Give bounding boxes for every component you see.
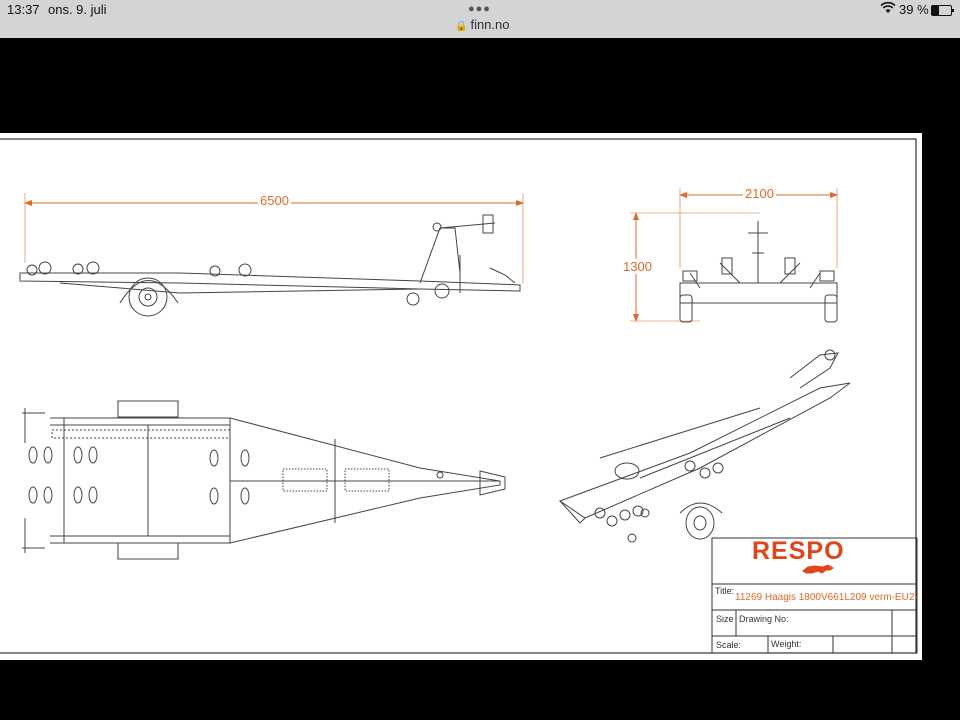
wifi-icon bbox=[880, 1, 896, 17]
drawing-no-label: Drawing No: bbox=[739, 614, 789, 624]
title-block bbox=[711, 537, 918, 654]
dimension-length: 6500 bbox=[258, 193, 291, 208]
front-view bbox=[630, 188, 838, 323]
horse-logo-icon bbox=[802, 564, 834, 574]
top-view bbox=[22, 400, 506, 560]
url-text: finn.no bbox=[470, 17, 510, 32]
title-label: Title: bbox=[715, 586, 735, 596]
title-value: 11269 Haagis 1800V661L209 verm-EU2- bbox=[735, 592, 918, 603]
dimension-height: 1300 bbox=[621, 259, 654, 274]
address-bar[interactable]: 🔒finn.no bbox=[455, 17, 510, 32]
weight-label: Weight: bbox=[771, 639, 802, 649]
top-rollers bbox=[28, 446, 250, 505]
scale-label: Scale: bbox=[716, 640, 742, 650]
status-time: 13:37 bbox=[7, 2, 40, 17]
isometric-view bbox=[558, 349, 851, 543]
status-date: ons. 9. juli bbox=[48, 2, 107, 17]
technical-drawing bbox=[0, 138, 918, 654]
multitask-dots-icon[interactable]: ●●● bbox=[468, 3, 491, 15]
brand-logo: RESPO bbox=[752, 537, 845, 565]
drawing-sheet: 6500 2100 1300 RESPO Title: 11269 Haagis… bbox=[0, 133, 922, 660]
battery-icon bbox=[931, 5, 954, 16]
side-view bbox=[19, 193, 524, 317]
sheet-border bbox=[0, 138, 917, 654]
size-label: Size bbox=[716, 614, 734, 624]
battery-percent: 39 % bbox=[899, 2, 929, 17]
lock-icon: 🔒 bbox=[455, 21, 468, 32]
status-bar: 13:37 ons. 9. juli ●●● 🔒finn.no 39 % bbox=[0, 0, 960, 38]
dimension-width: 2100 bbox=[743, 186, 776, 201]
